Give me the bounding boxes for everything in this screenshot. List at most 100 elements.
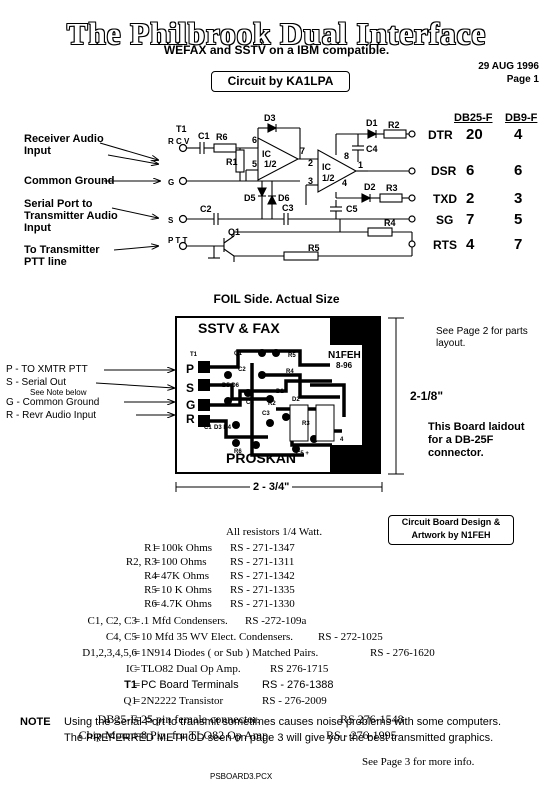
part-desc: 2N2222 Transistor [141, 695, 224, 707]
pin-db25-sg: 7 [466, 211, 475, 228]
equals: = [134, 647, 141, 659]
label-common-ground: Common Ground [24, 175, 115, 187]
page-subtitle: WEFAX and SSTV on a IBM compatible. [163, 43, 390, 57]
letter-g: G [168, 178, 174, 187]
pin-1: 1 [358, 160, 363, 170]
pcb-d2: D2 [292, 397, 300, 403]
pcb-d5d6: D5 D6 [222, 383, 240, 389]
part-ref: Q1 [123, 695, 137, 707]
part-desc: 10 Mfd 35 WV Elect. Condensers. [141, 631, 294, 643]
part-number: RS - 271-1347 [230, 542, 295, 554]
terminal-dtr [408, 130, 416, 138]
filename-label: PSBOARD3.PCX [210, 772, 273, 781]
terminal-sg [408, 215, 416, 223]
arrow-rcv [99, 142, 158, 160]
date-block: 29 AUG 1996 Page 1 [478, 60, 539, 86]
terminal-g [178, 176, 188, 186]
pcb-t1: T1 [190, 352, 198, 358]
part-ref: R5 [144, 584, 157, 596]
label-ptt: To Transmitter PTT line [24, 244, 100, 268]
height-dimension: 2-1/8" [410, 389, 444, 403]
equals: = [134, 679, 141, 691]
pin-db25-dtr: 20 [466, 126, 483, 143]
equals: = [134, 712, 141, 726]
pin-db9-sg: 5 [514, 211, 523, 228]
pin-2: 2 [308, 158, 313, 168]
pcb-r2: R2 [268, 401, 276, 407]
part-ref: R1 [144, 542, 157, 554]
pin-db9-dsr: 6 [514, 162, 523, 179]
label-r6: R6 [216, 132, 228, 142]
label-ic1: IC [262, 149, 272, 159]
part-ref: R4 [144, 570, 157, 582]
part-number: RS -272-109a [245, 615, 307, 627]
page-number: Page 1 [506, 74, 539, 85]
pin-name-dsr: DSR [431, 164, 457, 178]
part-desc: 47K Ohms [161, 570, 209, 582]
equals: = [134, 695, 141, 707]
note-label: NOTE [20, 716, 51, 728]
foil-label-p: P - TO XMTR PTT [6, 364, 88, 375]
terminal-dsr [408, 167, 416, 175]
pcb-rev: 8-96 [336, 361, 353, 370]
pin-name-dtr: DTR [428, 128, 453, 142]
pin-6: 6 [252, 135, 257, 145]
terminal-txd [408, 194, 416, 202]
design-credit-box: Circuit Board Design & Artwork by N1FEH [388, 515, 514, 545]
label-serial-port: Serial Port to Transmitter Audio Input [24, 198, 118, 234]
height-dimension-line [388, 317, 404, 475]
part-number: RS - 276-1388 [262, 679, 334, 691]
label-q1: Q1 [228, 227, 240, 237]
foil-label-arrows [95, 355, 200, 435]
label-d3: D3 [264, 113, 276, 123]
page-title: The Philbrook Dual Interface [66, 16, 487, 51]
equals: = [154, 584, 161, 596]
label-r4: R4 [384, 218, 396, 228]
pcb-r4: R4 [286, 369, 294, 375]
equals: = [134, 631, 141, 643]
letter-s: S [168, 216, 174, 225]
letter-rcv: R C V [168, 137, 190, 146]
part-desc: 10 K Ohms [161, 584, 212, 596]
pcb-title: SSTV & FAX [198, 320, 280, 336]
equals: = [154, 556, 161, 568]
label-receiver-audio: Receiver Audio Input [24, 133, 104, 157]
pcb-c1: C1 [204, 425, 212, 431]
label-c2: C2 [200, 204, 212, 214]
pcb-terminal-r: R [186, 412, 195, 426]
part-number: RS - 276-2009 [262, 695, 327, 707]
circuit-credit-box: Circuit by KA1LPA [211, 71, 350, 92]
part-ref: R6 [144, 598, 157, 610]
part-number: RS - 271-1330 [230, 598, 295, 610]
see-page3-note: See Page 3 for more info. [362, 756, 475, 768]
pcb-brand: PROSKAN [226, 450, 297, 466]
db25-header: DB25-F [454, 112, 493, 124]
pcb-connector-block [330, 317, 380, 473]
part-ref: C1, C2, C3 [87, 615, 137, 627]
label-ic2-half: 1/2 [322, 173, 335, 183]
part-desc: TLO82 Dual Op Amp. [141, 663, 241, 675]
part-number: RS 276-1715 [270, 663, 329, 675]
pcb-r3: R3 [302, 421, 310, 427]
label-ic2: IC [322, 162, 332, 172]
foil-heading: FOIL Side. Actual Size [213, 292, 340, 306]
part-ref: D1,2,3,4,5,6 [82, 647, 137, 659]
part-number: RS - 271-1342 [230, 570, 295, 582]
part-desc: 8 Pin, for TLO82 Op Amp. [141, 728, 272, 742]
date-text: 29 AUG 1996 [478, 61, 539, 72]
arrow-serial [111, 207, 158, 218]
label-d1: D1 [366, 118, 378, 128]
pcb-terminal-g: G [186, 398, 196, 412]
foil-label-s-note: See Note below [30, 388, 87, 397]
pcb-q1: Q1 [234, 351, 243, 357]
equals: = [134, 615, 141, 627]
pin-8: 8 [344, 151, 349, 161]
arrow-rcv-2 [107, 154, 158, 164]
part-desc: 25 pin female connector. [141, 712, 260, 726]
pcb-d1: D1 [276, 389, 284, 395]
part-desc: 1N914 Diodes ( or Sub ) Matched Pairs. [141, 647, 319, 659]
part-desc: .1 Mfd Condensers. [141, 615, 228, 627]
pcb-terminal-p: P [186, 362, 195, 376]
pin-db25-dsr: 6 [466, 162, 475, 179]
pin-7: 7 [300, 146, 305, 156]
